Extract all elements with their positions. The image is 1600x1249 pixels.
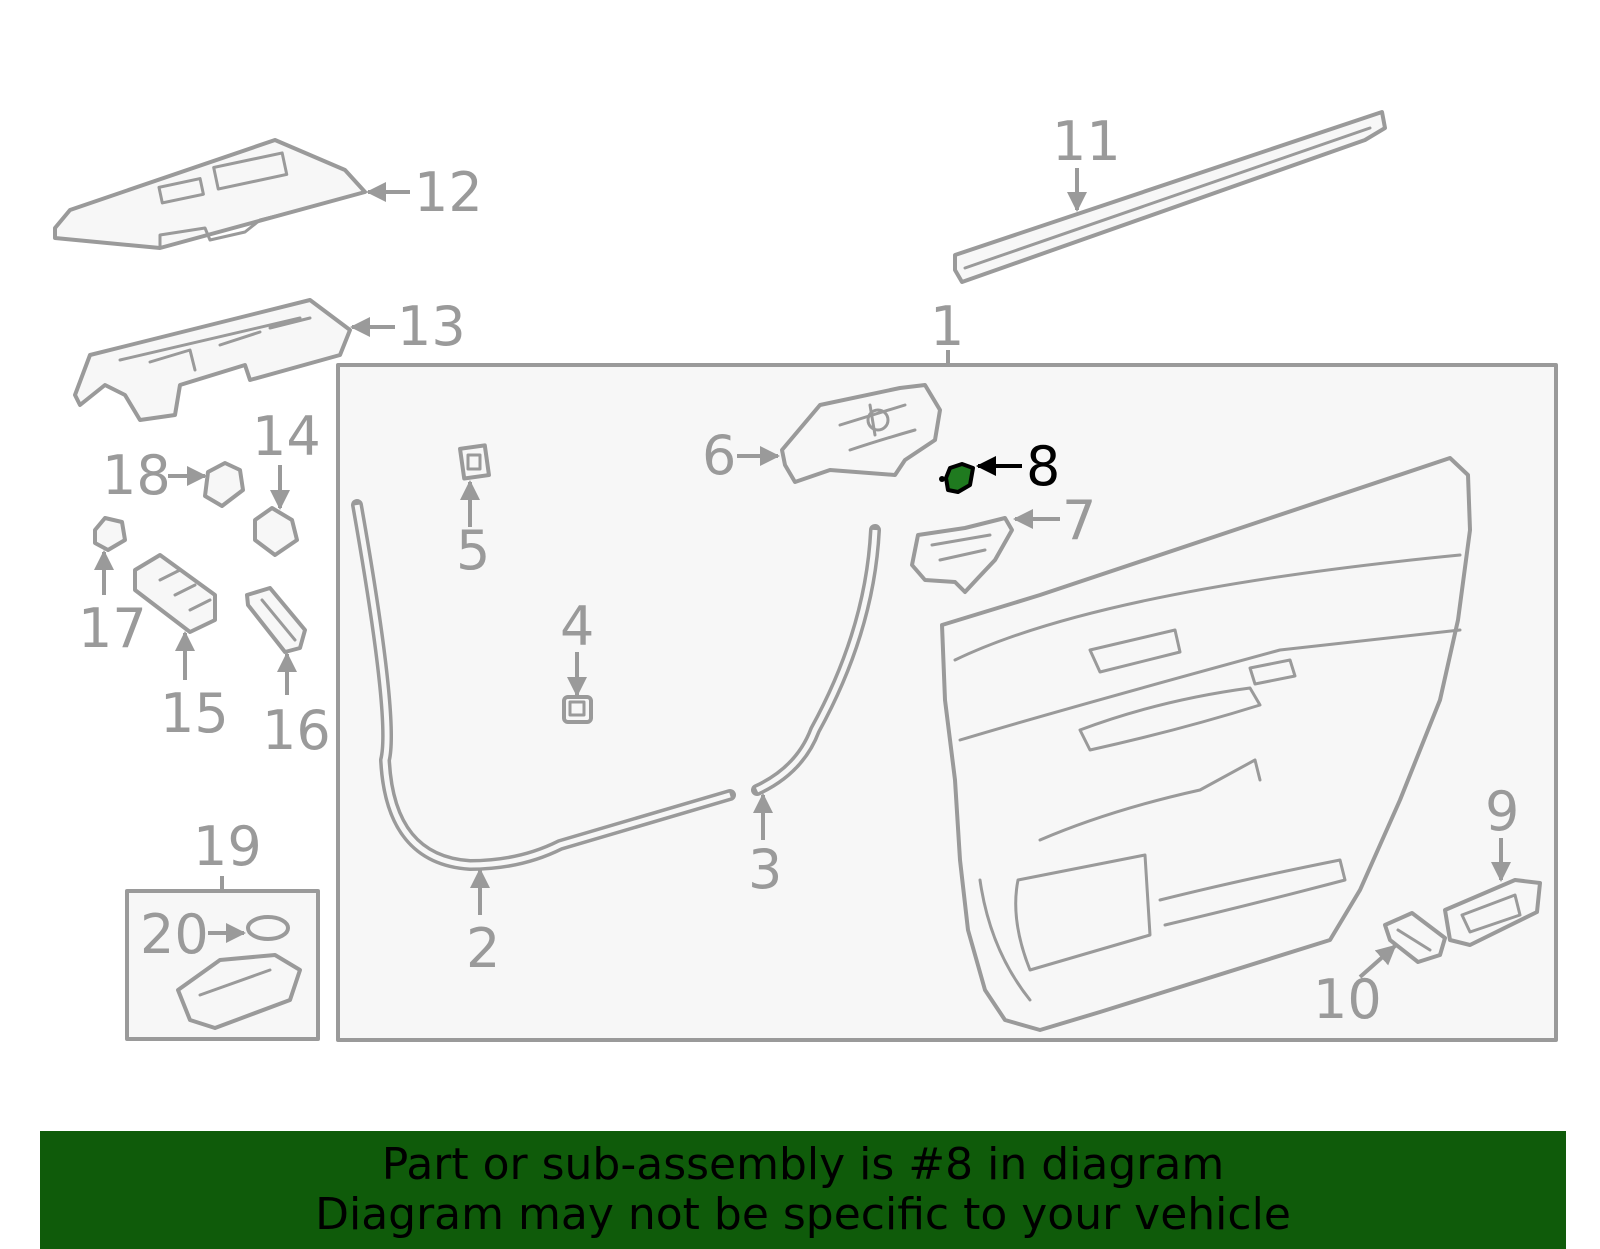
- label-part-19: 19: [193, 815, 262, 878]
- part-4-clip: [562, 695, 593, 724]
- part-17-clip: [93, 516, 127, 552]
- part-10-bracket: [1383, 911, 1447, 964]
- part-13-armrest-base: [73, 298, 352, 422]
- label-part-15: 15: [160, 682, 229, 745]
- label-part-17: 17: [78, 597, 147, 660]
- part-14-switch: [253, 506, 299, 557]
- label-part-3: 3: [748, 838, 782, 901]
- part-9-handle-cup: [1443, 878, 1542, 947]
- part-18-switch: [203, 461, 245, 508]
- part-16-window-switch: [245, 586, 307, 654]
- part-12-switch-bezel: [53, 138, 367, 250]
- label-part-14: 14: [252, 405, 321, 468]
- label-part-16: 16: [262, 699, 331, 762]
- part-6-inside-handle: [780, 383, 942, 484]
- banner-line-2: Diagram may not be specific to your vehi…: [315, 1189, 1291, 1240]
- info-banner: Part or sub-assembly is #8 in diagram Di…: [40, 1131, 1566, 1249]
- part-11-belt-molding: [953, 110, 1387, 284]
- label-part-9: 9: [1485, 780, 1519, 843]
- part-3-weatherstrip: [751, 524, 881, 796]
- label-part-5: 5: [456, 519, 490, 582]
- label-part-11: 11: [1052, 110, 1121, 173]
- part-5-clip: [458, 443, 491, 481]
- part-7-handle-bezel: [910, 516, 1014, 594]
- label-part-13: 13: [397, 295, 466, 358]
- label-part-18: 18: [102, 444, 171, 507]
- part-door-trim-panel: [940, 456, 1472, 1032]
- label-part-20: 20: [140, 903, 209, 966]
- label-part-4: 4: [560, 595, 594, 658]
- label-part-6: 6: [702, 424, 736, 487]
- label-part-8: 8: [1026, 435, 1060, 498]
- part-19-courtesy-lamp: [176, 953, 302, 1030]
- part-8-highlighted-cap[interactable]: [939, 462, 975, 494]
- banner-line-1: Part or sub-assembly is #8 in diagram: [381, 1139, 1225, 1190]
- part-20-bulb: [246, 915, 290, 941]
- part-2-weatherstrip: [351, 499, 736, 871]
- part-15-master-switch: [133, 553, 217, 634]
- label-part-1: 1: [930, 295, 964, 358]
- leader-10: [1358, 944, 1397, 979]
- label-part-12: 12: [414, 161, 483, 224]
- label-part-10: 10: [1313, 968, 1382, 1031]
- label-part-7: 7: [1062, 489, 1096, 552]
- label-part-2: 2: [466, 917, 500, 980]
